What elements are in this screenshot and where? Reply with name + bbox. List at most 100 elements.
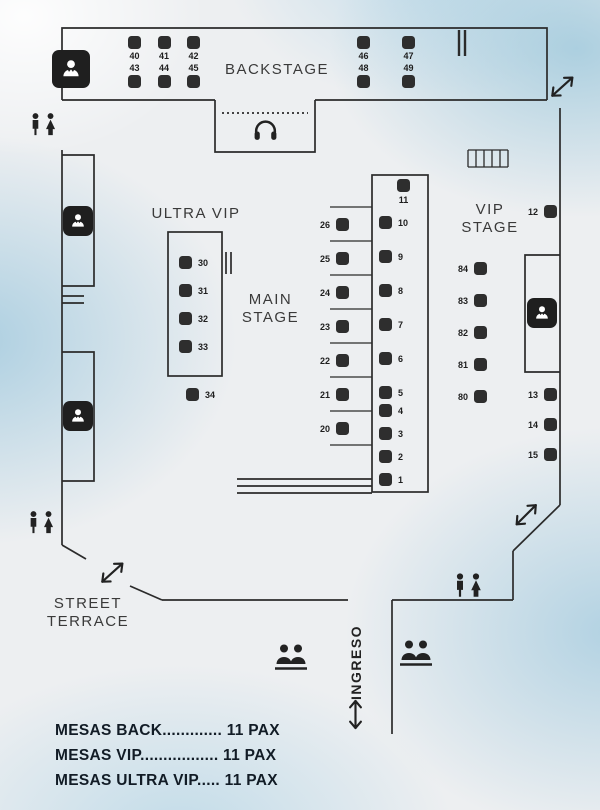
- backstage-label: BACKSTAGE: [224, 61, 330, 78]
- door-arrow-icon: [506, 495, 549, 538]
- headphones-icon: [252, 117, 279, 149]
- restroom-icon: [25, 510, 57, 542]
- table-number: 45: [188, 63, 199, 73]
- ultra-vip-tables: 30 31 32 33: [179, 256, 208, 353]
- stage-top-table: 11: [397, 179, 410, 205]
- table-number: 40: [129, 51, 140, 61]
- table: 30: [179, 256, 208, 269]
- table-square: [336, 218, 349, 231]
- table-square: [474, 390, 487, 403]
- table-square: [379, 318, 392, 331]
- ultra-vip-table-34: 34: [186, 388, 215, 401]
- table-square: [474, 294, 487, 307]
- table-number: 21: [319, 389, 330, 400]
- table-number: 15: [527, 449, 538, 460]
- table: 2: [379, 450, 403, 463]
- table-square: [379, 284, 392, 297]
- table-number: 30: [198, 257, 209, 268]
- legend-line: MESAS ULTRA VIP..... 11 PAX: [55, 772, 278, 789]
- table-number: 82: [457, 327, 468, 338]
- table-square: [128, 75, 141, 88]
- table-number: 20: [319, 423, 330, 434]
- table-square: [379, 250, 392, 263]
- table-square: [336, 320, 349, 333]
- table-number: 22: [319, 355, 330, 366]
- table-square: [379, 386, 392, 399]
- table-number: 83: [457, 295, 468, 306]
- table-square: [379, 216, 392, 229]
- table-number: 8: [398, 285, 404, 296]
- table: 15: [522, 448, 557, 461]
- table-number: 5: [398, 387, 404, 398]
- stage-tables-lower: 4 3 2 1: [379, 404, 403, 486]
- table-number: 24: [319, 287, 330, 298]
- table-square: [544, 388, 557, 401]
- table: 9: [379, 250, 408, 263]
- table: 1: [379, 473, 403, 486]
- table-square: [187, 75, 200, 88]
- table-number: 81: [457, 359, 468, 370]
- table: 6: [379, 352, 408, 365]
- table-number: 42: [188, 51, 199, 61]
- table: 10: [379, 216, 408, 229]
- table-square: [402, 75, 415, 88]
- waiter-station-icon: [63, 206, 93, 236]
- table-number: 43: [129, 63, 140, 73]
- legend-line: MESAS VIP................. 11 PAX: [55, 747, 277, 764]
- table: 34: [186, 388, 215, 401]
- table-square: [379, 352, 392, 365]
- table-square: [157, 75, 171, 88]
- table-number: 6: [398, 353, 404, 364]
- table: 4: [379, 404, 403, 417]
- waiter-station-icon: [52, 50, 90, 88]
- table: 22: [314, 354, 349, 367]
- table: 25: [314, 252, 349, 265]
- table: 20: [314, 422, 349, 435]
- waiter-station-icon: [63, 401, 93, 431]
- table: 5: [379, 386, 408, 399]
- vip-stage-label: VIP STAGE: [461, 201, 519, 236]
- table: 33: [179, 340, 208, 353]
- table-number: 34: [205, 389, 216, 400]
- door-arrow-icon: [542, 67, 585, 110]
- table-square: [379, 427, 392, 440]
- table: 26: [314, 218, 349, 231]
- table-number: 32: [198, 313, 209, 324]
- table-number: 11: [398, 195, 409, 205]
- backstage-tables-left: 40 41 42 43 44 45: [128, 34, 200, 90]
- table-square: [179, 340, 192, 353]
- capacity-legend: MESAS BACK............. 11 PAX MESAS VIP…: [55, 718, 280, 793]
- door-arrow-icon: [92, 553, 135, 596]
- table: 82: [452, 326, 487, 339]
- waiter-station-icon: [527, 298, 557, 328]
- table: 24: [314, 286, 349, 299]
- table-square: [336, 422, 349, 435]
- table-square: [379, 404, 392, 417]
- table-number: 46: [358, 51, 369, 61]
- table-number: 41: [158, 51, 169, 61]
- table: 31: [179, 284, 208, 297]
- table-square: [179, 256, 192, 269]
- table-square: [336, 388, 349, 401]
- table-number: 3: [398, 428, 404, 439]
- table-number: 10: [398, 217, 409, 228]
- street-terrace-label: STREET TERRACE: [46, 595, 130, 630]
- table-square: [474, 358, 487, 371]
- table: 7: [379, 318, 408, 331]
- table-number: 31: [198, 285, 209, 296]
- table-square: [179, 284, 192, 297]
- table-number: 1: [398, 474, 404, 485]
- ingreso-label: INGRESO: [348, 624, 364, 700]
- table-number: 2: [398, 451, 404, 462]
- table-number: 26: [319, 219, 330, 230]
- table-square: [379, 450, 392, 463]
- table-number: 44: [158, 63, 169, 73]
- table-square: [336, 286, 349, 299]
- table-square: [544, 448, 557, 461]
- table: 80: [452, 390, 487, 403]
- legend-line: MESAS BACK............. 11 PAX: [55, 722, 280, 739]
- table-square: [157, 36, 171, 49]
- table-square: [402, 36, 415, 49]
- entrance-arrow-icon: [341, 697, 366, 733]
